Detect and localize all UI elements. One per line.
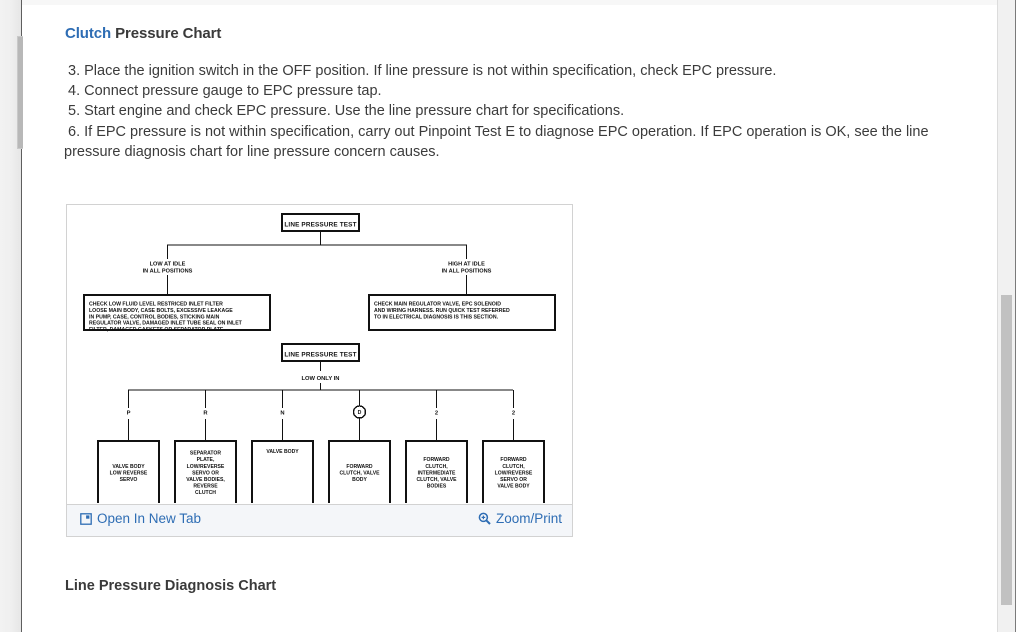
step-number: 4. — [68, 83, 81, 100]
diagram-container: LINE PRESSURE TEST LOW AT IDLE IN ALL PO… — [66, 204, 573, 537]
top-strip — [22, 0, 1016, 5]
list-item: 6. If EPC pressure is not within specifi… — [64, 122, 970, 162]
open-in-new-tab-label: Open In New Tab — [97, 511, 202, 526]
inner-left-rail — [23, 5, 36, 632]
list-item: 5. Start engine and check EPC pressure. … — [64, 101, 970, 121]
diagram-result-box-line: INTERMEDIATE — [418, 470, 456, 476]
diagram-gear-label: R — [203, 411, 208, 417]
external-link-icon — [79, 512, 92, 525]
diagram-result-box-line: VALVE BODY — [112, 464, 145, 470]
page-title-accent: Clutch — [65, 25, 112, 42]
step-number: 6. — [68, 123, 81, 140]
diagram-result-box-line: LOW/REVERSE — [187, 464, 225, 470]
diagram-right-box-line: AND WIRING HARNESS. RUN QUICK TEST REFER… — [374, 308, 510, 314]
diagram-result-box-line: LOW REVERSE — [110, 470, 148, 476]
zoom-print-link[interactable]: Zoom/Print — [478, 511, 562, 526]
diagram-result-box-line: FORWARD — [500, 457, 527, 463]
step-text: Place the ignition switch in the OFF pos… — [84, 63, 777, 79]
svg-text:LOW AT IDLE: LOW AT IDLE — [150, 262, 186, 268]
diagram-result-box-line: SERVO OR — [500, 477, 527, 483]
diagram-left-box-line: LOOSE MAIN BODY, CASE BOLTS, EXCESSIVE L… — [89, 308, 233, 314]
diagram-result-box-line: SEPARATOR — [190, 451, 221, 457]
diagram-right-box-line: CHECK MAIN REGULATOR VALVE, EPC SOLENOID — [374, 302, 501, 308]
svg-text:LINE PRESSURE TEST: LINE PRESSURE TEST — [284, 222, 356, 229]
diagram-result-box-line: PLATE, — [197, 457, 215, 463]
diagram-result-box-line: SERVO — [120, 477, 138, 483]
svg-text:LOW ONLY IN: LOW ONLY IN — [301, 376, 339, 382]
diagram-gear-label: 2 — [435, 411, 438, 417]
diagram-result-box-line: FORWARD — [423, 457, 450, 463]
diagram-left-box-line: IN PUMP, CASE, CONTROL BODIES, STICKING … — [89, 314, 220, 320]
diagram-result-box-line: CLUTCH, — [425, 464, 448, 470]
magnifier-plus-icon — [478, 512, 491, 525]
diagram-result-box-line: FORWARD — [346, 464, 373, 470]
diagram-result-box-line: SERVO OR — [192, 470, 219, 476]
svg-text:LINE PRESSURE TEST: LINE PRESSURE TEST — [284, 352, 356, 359]
diagram-result-box-line: VALVE BODY — [497, 484, 530, 490]
step-number: 3. — [68, 63, 81, 79]
diagram-result-box-line: CLUTCH, VALVE — [417, 477, 458, 483]
diagram-result-box-line: VALVE BODIES, — [186, 477, 225, 483]
diagram-result-box-line: BODY — [352, 477, 367, 483]
svg-text:HIGH AT IDLE: HIGH AT IDLE — [448, 262, 485, 268]
list-item: 4. Connect pressure gauge to EPC pressur… — [64, 81, 970, 101]
diagram-left-box-line: REGULATOR VALVE, DAMAGED INLET TUBE SEAL… — [89, 321, 243, 327]
diagram-result-box-line: REVERSE — [193, 484, 218, 490]
diagram-result-box-line: BODIES — [427, 484, 447, 490]
step-number: 5. — [68, 103, 81, 120]
diagram-left-box-line: CHECK LOW FLUID LEVEL RESTRICED INLET FI… — [89, 302, 223, 308]
diagram-toolbar: Open In New Tab Zoom/Print — [67, 504, 572, 536]
procedure-steps: 3. Place the ignition switch in the OFF … — [64, 61, 970, 162]
diagram-gear-label: D — [358, 410, 362, 416]
diagram-result-box-line: LOW/REVERSE — [495, 470, 533, 476]
diagram-result-box-line: CLUTCH, VALVE — [340, 470, 381, 476]
diagram-result-box-line: VALVE BODY — [266, 449, 299, 455]
diagram-gear-label: P — [127, 411, 131, 417]
zoom-print-label: Zoom/Print — [495, 511, 562, 526]
page-scrollbar[interactable] — [997, 0, 1016, 632]
document-page: Clutch Pressure Chart 3. Place the ignit… — [36, 5, 996, 632]
diagram-left-box-line: FILTER, DAMAGED GASKETS OR SEPARATOR PLA… — [89, 327, 225, 333]
step-text: Start engine and check EPC pressure. Use… — [84, 103, 625, 120]
diagram-right-box-line: TO IN ELECTRICAL DIAGNOSIS IS THIS SECTI… — [374, 314, 499, 320]
diagram-gear-label: 2 — [512, 411, 515, 417]
list-item: 3. Place the ignition switch in the OFF … — [64, 61, 970, 81]
step-text: Connect pressure gauge to EPC pressure t… — [84, 83, 382, 100]
diagram-result-box-line: CLUTCH, — [502, 464, 525, 470]
svg-text:IN ALL POSITIONS: IN ALL POSITIONS — [143, 269, 193, 275]
page-scrollbar-thumb[interactable] — [1001, 295, 1012, 605]
diagram-result-box-line: CLUTCH — [195, 490, 216, 496]
svg-text:IN ALL POSITIONS: IN ALL POSITIONS — [442, 269, 492, 275]
line-pressure-diagnosis-chart-heading: Line Pressure Diagnosis Chart — [65, 578, 277, 594]
left-window-gutter — [0, 0, 30, 632]
line-pressure-test-flowchart[interactable]: LINE PRESSURE TEST LOW AT IDLE IN ALL PO… — [67, 205, 572, 503]
page-title: Clutch Pressure Chart — [65, 25, 221, 42]
page-title-rest: Pressure Chart — [111, 25, 222, 42]
diagram-gear-label: N — [280, 411, 284, 417]
step-text: If EPC pressure is not within specificat… — [64, 123, 929, 160]
open-in-new-tab-link[interactable]: Open In New Tab — [79, 511, 201, 526]
